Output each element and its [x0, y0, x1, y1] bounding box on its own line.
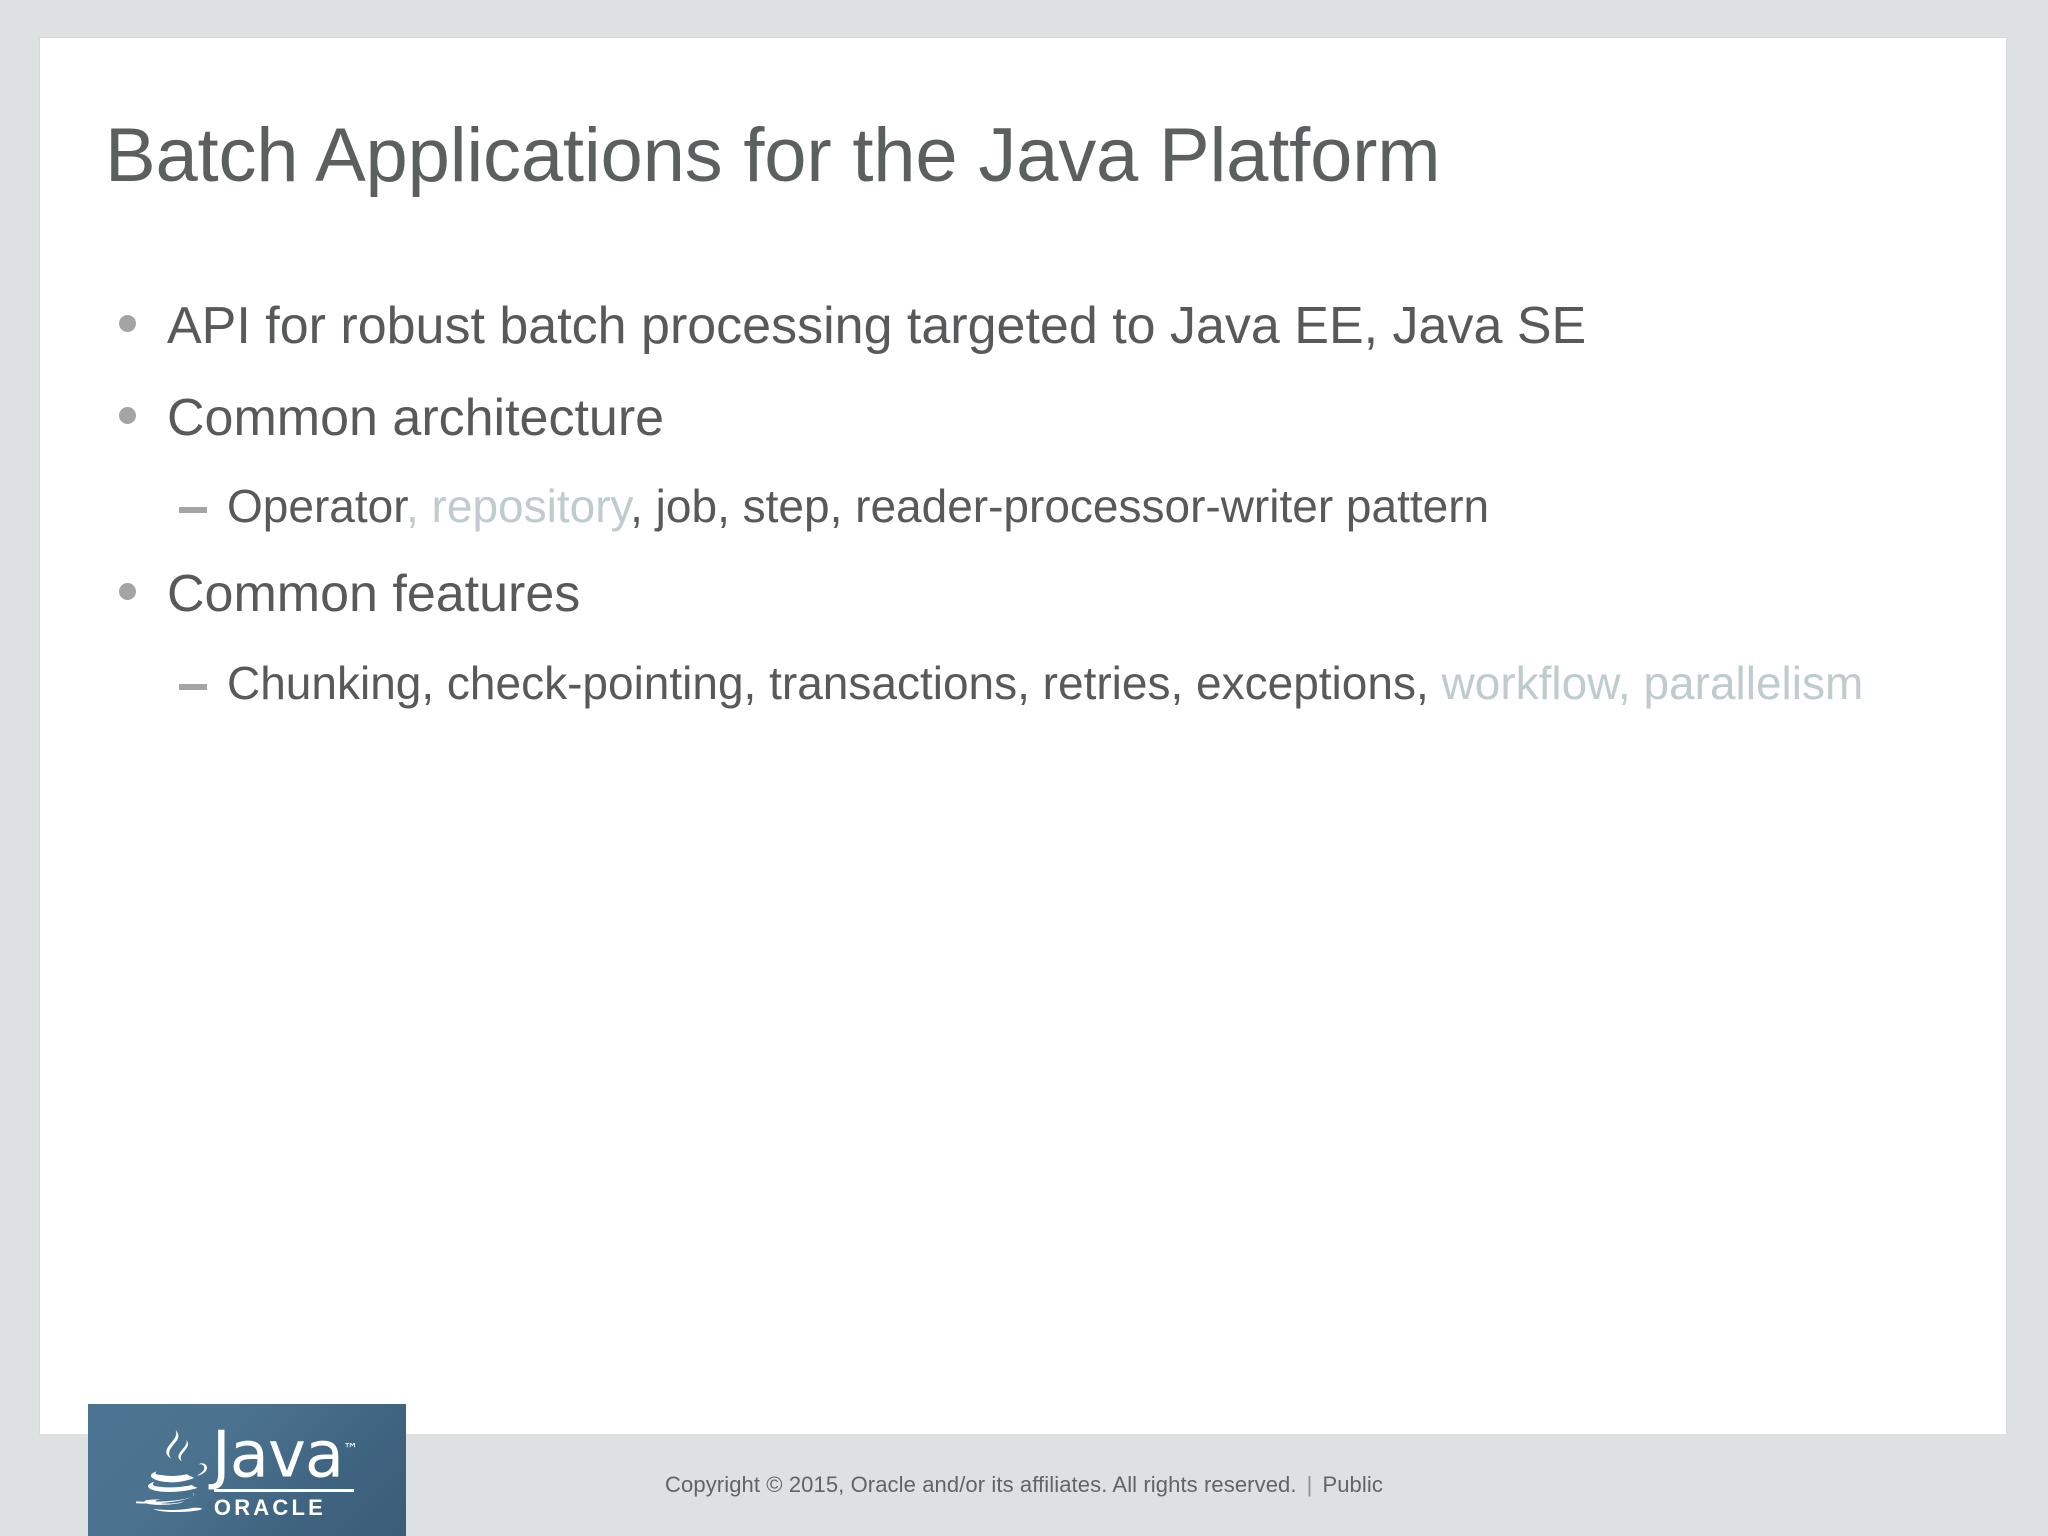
- bullet-dash-icon: [179, 683, 207, 690]
- logo-divider: [213, 1489, 354, 1493]
- bullet-text-part: , job, step, reader-processor-writer pat…: [630, 480, 1490, 533]
- bullet-text: API for robust batch processing targeted…: [167, 297, 1587, 355]
- bullet-dash-icon: [179, 507, 207, 514]
- bullet-text-part: Operator: [227, 480, 406, 533]
- footer-classification: Public: [1322, 1472, 1383, 1497]
- bullet-text-dim-part: , repository: [406, 480, 631, 533]
- bullet-common-architecture: Common architecture: [105, 385, 1935, 451]
- bullet-text: Common features: [167, 565, 581, 624]
- bullet-common-features: Common features: [105, 561, 1935, 627]
- bullet-dot-icon: [119, 583, 136, 601]
- java-coffee-cup-icon: [135, 1429, 207, 1513]
- page-title: Batch Applications for the Java Platform: [105, 113, 1441, 198]
- logo-java-text: Java™: [211, 1418, 359, 1493]
- copyright-text: Copyright © 2015, Oracle and/or its affi…: [665, 1472, 1297, 1497]
- bullet-operator-repository: Operator, repository, job, step, reader-…: [105, 477, 1935, 535]
- bullet-text-part: Chunking, check-pointing, transactions, …: [227, 656, 1442, 709]
- trademark-icon: ™: [343, 1439, 359, 1458]
- bullet-dot-icon: [119, 315, 136, 332]
- footer-separator: |: [1306, 1472, 1313, 1497]
- bullet-text-dim-part: workflow, parallelism: [1441, 656, 1864, 709]
- java-oracle-logo: Java™ ORACLE: [88, 1404, 406, 1536]
- footer-copyright: Copyright © 2015, Oracle and/or its affi…: [0, 1472, 2048, 1498]
- logo-wordmark-group: Java™ ORACLE: [212, 1419, 358, 1521]
- logo-oracle-text: ORACLE: [213, 1495, 326, 1521]
- bullet-dot-icon: [119, 407, 136, 425]
- bullet-chunking: Chunking, check-pointing, transactions, …: [105, 654, 1935, 712]
- bullet-text: Common architecture: [167, 389, 665, 448]
- bullet-api: API for robust batch processing targeted…: [105, 293, 1935, 359]
- slide-body: API for robust batch processing targeted…: [105, 293, 1935, 738]
- slide-surface: Batch Applications for the Java Platform…: [40, 38, 2006, 1434]
